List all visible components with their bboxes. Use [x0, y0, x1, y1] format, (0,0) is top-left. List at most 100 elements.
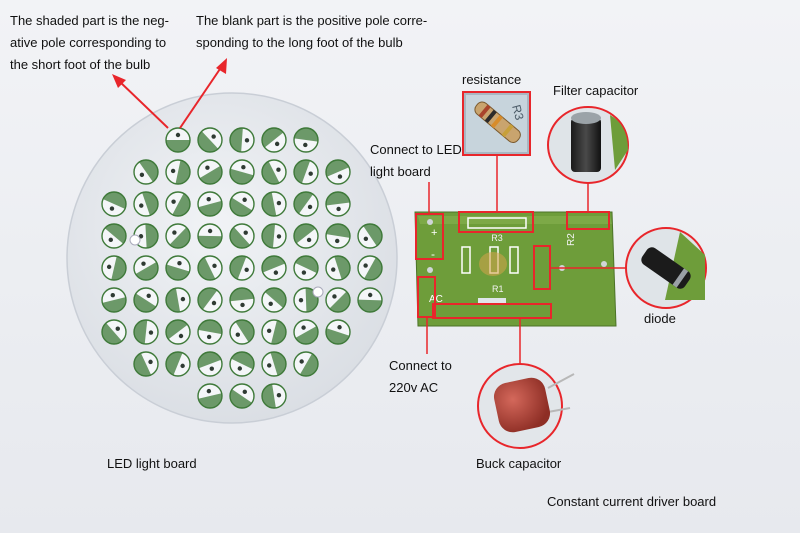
led-pad-hole — [301, 325, 306, 330]
silkscreen-resistor-c — [509, 246, 519, 274]
led-pad-hole — [273, 270, 279, 275]
led-pad — [165, 223, 191, 249]
led-pad — [325, 319, 351, 345]
arrow-positive-head — [216, 58, 227, 74]
led-pad — [229, 255, 255, 281]
led-pad-negative-half — [101, 322, 122, 344]
led-pad-negative-half — [230, 389, 252, 409]
led-pad-negative-half — [262, 161, 280, 184]
pcb-pad — [601, 261, 607, 267]
led-pad-hole — [235, 332, 241, 337]
led-pad-hole — [206, 388, 212, 394]
led-pad-hole — [332, 294, 337, 299]
led-pad-hole — [209, 366, 214, 371]
led-pad-negative-half — [172, 193, 190, 216]
led-pad — [133, 159, 159, 185]
led-pad-negative-half — [142, 192, 158, 216]
led-pad-negative-half — [103, 192, 126, 209]
led-pad — [293, 319, 319, 345]
led-pad-negative-half — [329, 291, 350, 312]
pole-arrows — [112, 58, 227, 129]
label-connect-ac-line-1: Connect to — [389, 358, 452, 373]
resistor-band — [501, 123, 514, 138]
electrolytic-capacitor-body — [571, 118, 601, 172]
led-pad-negative-half — [300, 353, 318, 377]
led-pad-negative-half — [197, 351, 222, 369]
led-pad-negative-half — [262, 128, 284, 148]
silkscreen-r3 — [467, 217, 527, 229]
filter-capacitor-magnifier — [547, 106, 629, 184]
led-pad — [133, 287, 159, 313]
silk-r3-label: R3 — [491, 233, 503, 243]
led-pad-hole — [244, 267, 249, 272]
led-pad-hole — [180, 296, 186, 302]
led-pad — [133, 255, 159, 281]
label-resistance: resistance — [462, 72, 522, 87]
led-pad — [293, 351, 319, 377]
resistance-magnifier: R3 — [462, 91, 531, 156]
led-pad — [165, 255, 191, 281]
led-pad-hole — [211, 300, 217, 306]
led-pad — [261, 191, 287, 217]
led-pad — [261, 223, 287, 249]
led-pad — [325, 255, 351, 281]
led-pad-hole — [237, 366, 243, 371]
callout-lines — [426, 155, 626, 366]
led-pad — [293, 159, 319, 185]
led-pad-negative-half — [198, 257, 216, 280]
label-connect-led: Connect to LED light board — [370, 139, 462, 183]
led-pad-negative-half — [230, 227, 251, 248]
led-pad-hole — [363, 263, 368, 268]
led-pad-negative-half — [135, 262, 158, 280]
led-pad-negative-half — [198, 131, 219, 152]
led-pad — [261, 255, 287, 281]
led-pad-negative-half — [166, 320, 188, 340]
label-filter-capacitor: Filter capacitor — [553, 83, 639, 98]
led-pad-negative-half — [198, 393, 222, 408]
led-pad — [325, 191, 351, 217]
led-pad-hole — [242, 197, 247, 202]
led-pad-negative-half — [230, 168, 254, 185]
silkscreen-resistor-a — [461, 246, 471, 274]
led-pad-negative-half — [134, 293, 157, 312]
led-pad-hole — [303, 142, 308, 148]
led-pad-negative-half — [165, 264, 190, 280]
led-pad-hole — [212, 263, 217, 269]
pcb-pad — [427, 219, 433, 225]
led-pad-hole — [299, 359, 304, 364]
led-pad — [165, 319, 191, 345]
led-pad-negative-half — [270, 352, 286, 376]
led-pad-hole — [109, 206, 115, 211]
led-pad — [229, 159, 255, 185]
capacitor-top — [571, 112, 601, 124]
annotation-shaded-line-1: The shaded part is the neg- — [10, 13, 169, 28]
led-pad — [293, 255, 319, 281]
diode-magnifier — [625, 227, 707, 309]
led-pad — [293, 223, 319, 249]
buck-capacitor-magnifier — [477, 363, 575, 449]
led-pad — [357, 223, 383, 249]
led-pad-hole — [108, 237, 113, 243]
led-pad — [165, 191, 191, 217]
silk-plus: + — [431, 227, 437, 239]
label-led-light-board: LED light board — [107, 456, 197, 471]
pcb-highlight — [418, 216, 612, 224]
diode-cathode-band — [672, 268, 689, 288]
box-buck-capacitor — [432, 303, 552, 319]
label-connect-ac-line-2: 220v AC — [389, 380, 439, 395]
silk-r2-label: R2 — [566, 233, 577, 246]
led-pad-hole — [298, 297, 304, 303]
annotation-blank-part: The blank part is the positive pole corr… — [196, 10, 427, 54]
resistor-band — [490, 114, 503, 129]
label-buck-capacitor: Buck capacitor — [476, 456, 562, 471]
buck-cap-lead — [547, 407, 571, 413]
led-pad — [229, 383, 255, 409]
arrow-negative-head — [112, 74, 126, 88]
led-pad — [165, 287, 191, 313]
led-pad-hole — [276, 393, 282, 398]
led-pad — [293, 191, 319, 217]
led-pad-negative-half — [231, 352, 254, 370]
led-pad — [357, 255, 383, 281]
led-pad-hole — [331, 267, 336, 272]
led-pad-negative-half — [198, 200, 222, 216]
